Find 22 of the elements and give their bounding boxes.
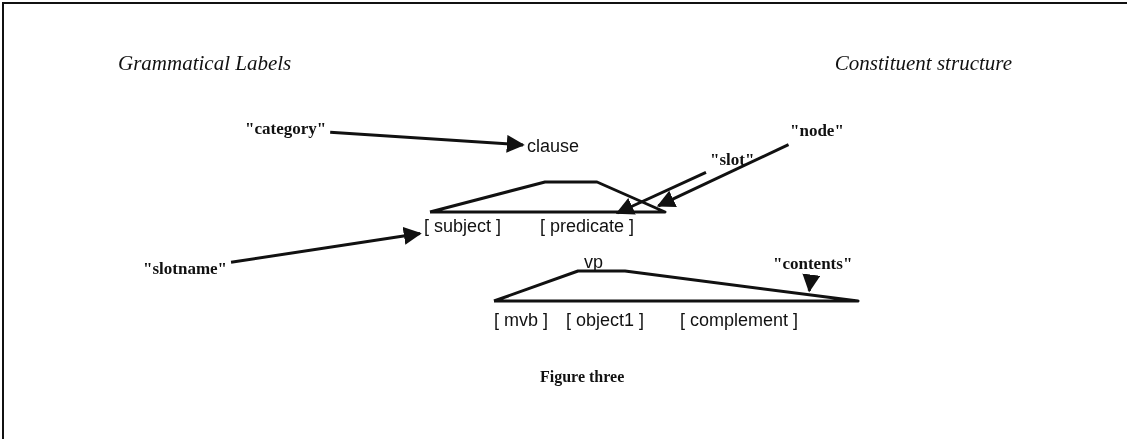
leader-arrow [802,273,821,293]
leader-arrow [230,226,422,264]
tree-branch [428,180,667,214]
category-label: clause [527,137,580,157]
leader-arrow [656,143,790,208]
quoted-label: "node" [790,122,844,141]
category-label: vp [584,253,603,273]
figure-caption: Figure three [540,368,625,386]
column-heading: Grammatical Labels [118,52,292,76]
slot-label: [ predicate ] [540,217,635,237]
quoted-label: "contents" [773,255,853,274]
slot-label: [ complement ] [680,311,799,331]
quoted-label: "slot" [710,151,755,170]
slot-label: [ mvb ] [494,311,548,331]
slot-label: [ subject ] [424,217,502,237]
tree-branch [492,269,860,303]
leader-arrow [615,171,707,215]
leader-arrow [330,130,525,153]
column-heading: Constituent structure [834,52,1012,76]
quoted-label: "slotname" [143,260,228,279]
quoted-label: "category" [245,120,327,139]
slot-label: [ object1 ] [566,311,645,331]
